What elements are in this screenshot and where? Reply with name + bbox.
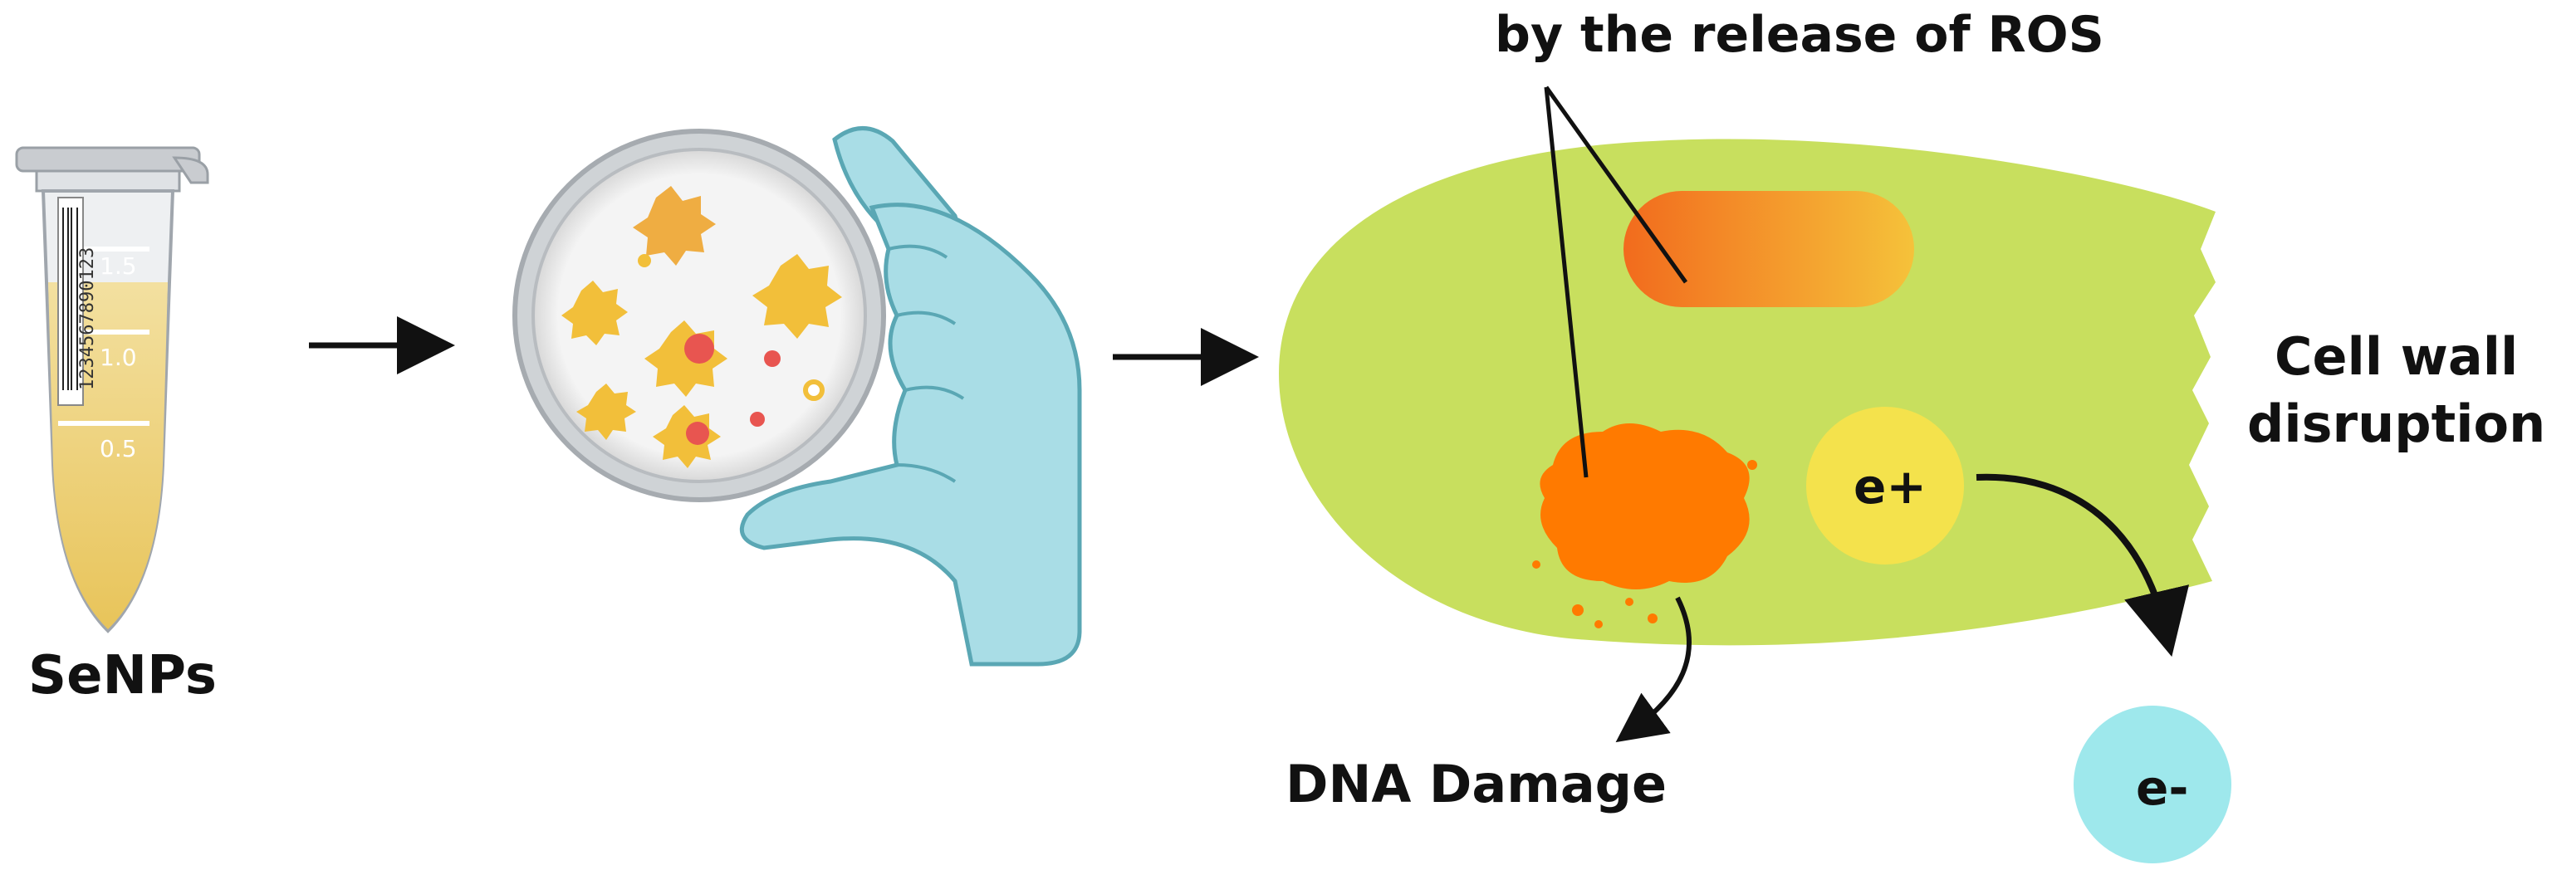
bacterium-icon xyxy=(1623,191,1914,307)
e-plus-label: e+ xyxy=(1854,458,1927,515)
tube-scale-3: 0.5 xyxy=(100,435,137,462)
dna-damage-label: DNA Damage xyxy=(1286,754,1668,814)
colony-group xyxy=(561,186,842,468)
cell-wall-label-line2: disruption xyxy=(2247,393,2546,454)
dna-damage-arrow xyxy=(1615,596,1692,743)
e-minus-circle xyxy=(2074,706,2231,863)
electron-arrow xyxy=(1976,473,2190,657)
tube-scale-1: 1.5 xyxy=(100,252,137,280)
ros-pointer-line xyxy=(1544,86,1589,478)
petri-dish-icon xyxy=(512,129,886,502)
microtube-icon: 1.5 1.0 0.5 1234567890123 xyxy=(15,146,209,633)
cell-wall-label-line1: Cell wall xyxy=(2275,326,2519,387)
bacterial-cell xyxy=(1279,139,2216,646)
ros-pointer-line xyxy=(1544,86,1688,284)
senps-label: SeNPs xyxy=(28,645,217,706)
tube-barcode: 1234567890123 xyxy=(77,247,98,390)
cell-wall-label: Cell wall disruption xyxy=(2247,324,2545,457)
e-plus-circle xyxy=(1806,407,1964,565)
dna-damage-splat xyxy=(1532,423,1757,628)
tube-scale-2: 1.0 xyxy=(100,344,137,371)
ros-label: by the release of ROS xyxy=(1495,6,2104,64)
gloved-hand-icon xyxy=(739,126,1082,667)
e-minus-label: e- xyxy=(2136,760,2189,816)
